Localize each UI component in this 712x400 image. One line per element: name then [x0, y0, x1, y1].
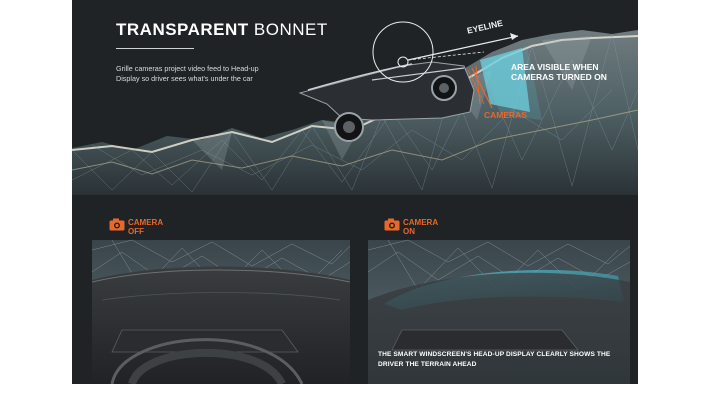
infographic-panel [72, 0, 638, 384]
eyeline-indicator [372, 21, 519, 83]
title-divider [116, 48, 194, 49]
page-title: TRANSPARENT BONNET [116, 20, 328, 39]
description-text: Grille cameras project video feed to Hea… [116, 64, 259, 83]
camera-icon [109, 218, 125, 231]
cameras-label: CAMERAS [484, 110, 527, 120]
camera-icon [384, 218, 400, 231]
hud-caption: THE SMART WINDSCREEN'S HEAD-UP DISPLAY C… [378, 351, 611, 368]
view-camera-on [367, 239, 631, 384]
illustration [72, 21, 638, 384]
view-camera-off [91, 239, 351, 384]
cameras-pointer [467, 65, 493, 109]
visible-area-wedge [480, 48, 530, 112]
vehicle-silhouette [298, 61, 475, 142]
visible-area-label: AREA VISIBLE WHEN CAMERAS TURNED ON [511, 62, 607, 82]
